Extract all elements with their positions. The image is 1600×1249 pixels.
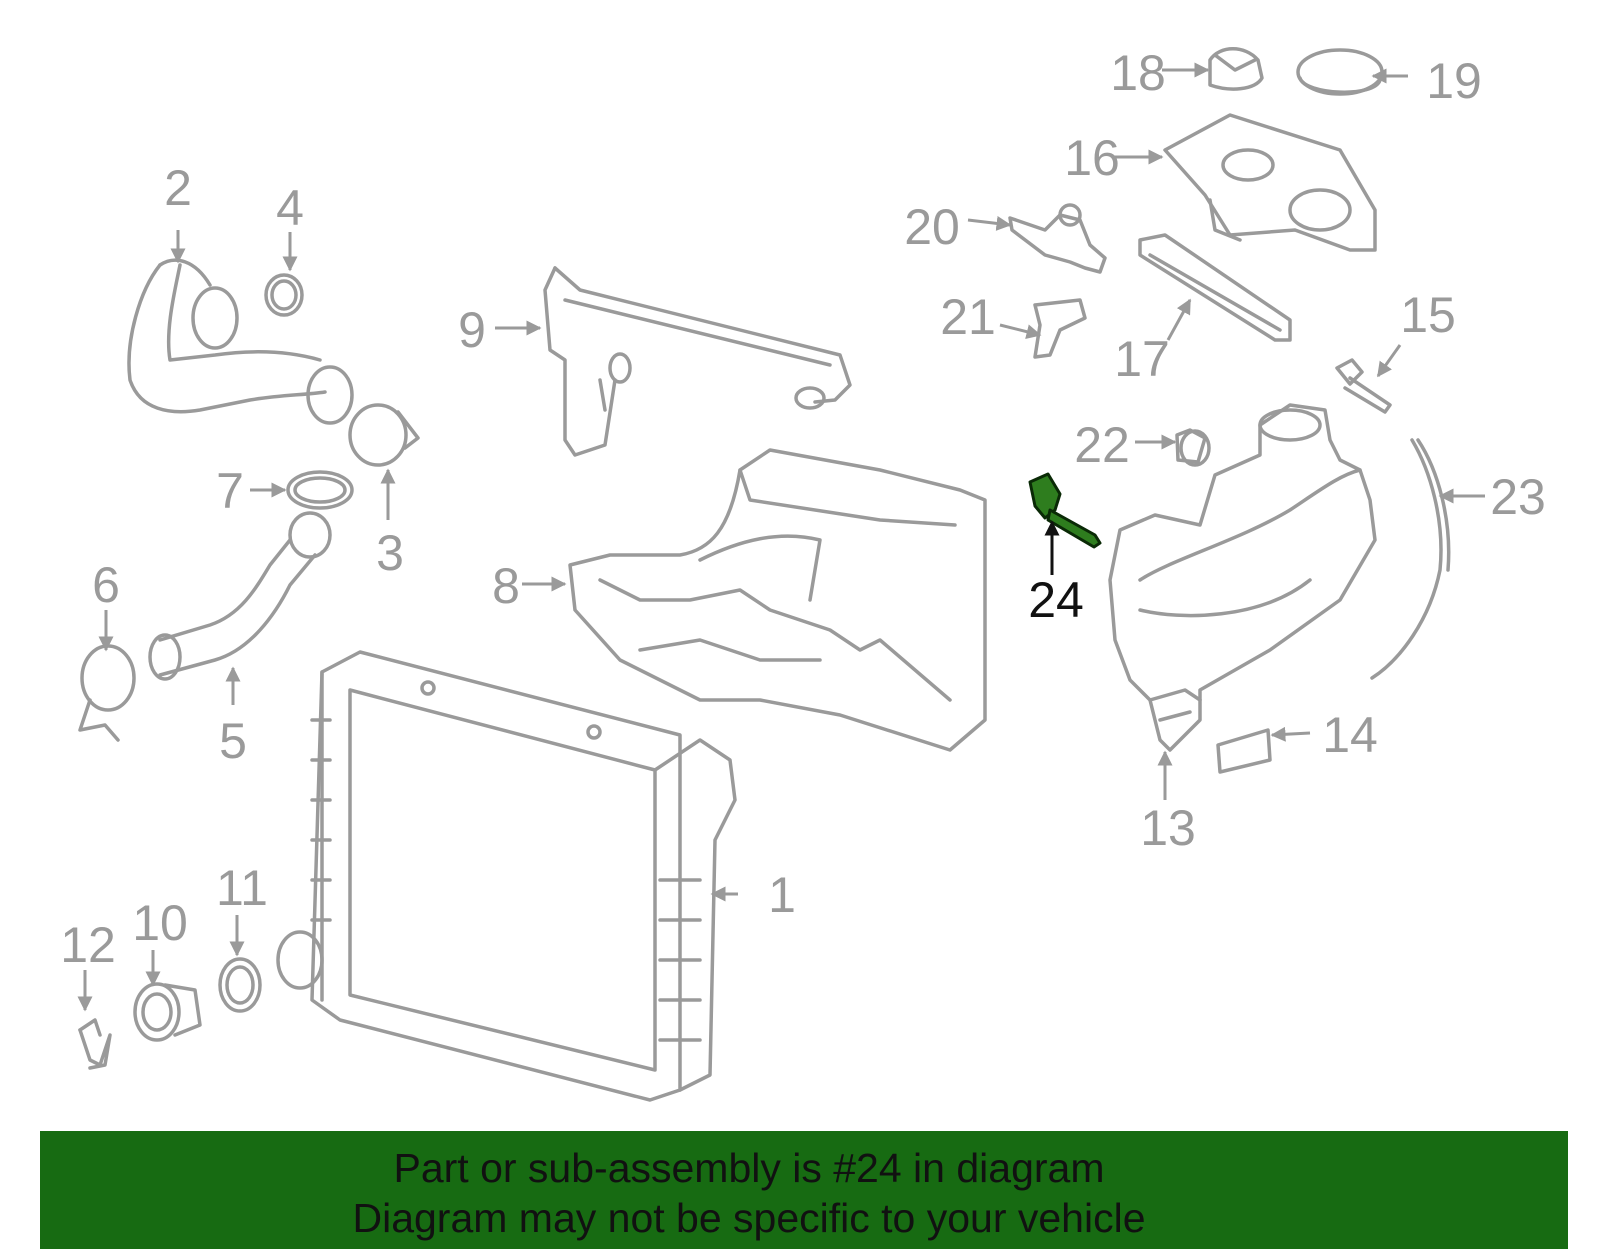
callout-12: 12 (60, 917, 116, 973)
part-24-sensor-highlighted (1028, 472, 1102, 549)
callout-24-highlighted: 24 (1028, 572, 1084, 628)
part-5-lower-hose (148, 511, 332, 681)
part-15-bolt (1335, 358, 1392, 414)
part-16-cover (1163, 113, 1377, 252)
callout-8: 8 (492, 558, 520, 614)
callout-11: 11 (216, 860, 268, 916)
callout-6: 6 (92, 557, 120, 613)
part-19-cap (1296, 48, 1384, 96)
part-4-o-ring (264, 273, 304, 317)
callout-10: 10 (132, 895, 188, 951)
callout-5: 5 (219, 713, 247, 769)
part-6-clamp (78, 644, 136, 742)
banner-line-1: Part or sub-assembly is #24 in diagram (393, 1145, 1105, 1191)
part-11-o-ring (218, 957, 262, 1013)
part-23-tube (1370, 438, 1451, 680)
part-9-sensor-harness (543, 266, 852, 457)
callout-17: 17 (1114, 331, 1170, 387)
callout-2: 2 (164, 160, 192, 216)
callout-19: 19 (1426, 53, 1482, 109)
notice-banner: Part or sub-assembly is #24 in diagram D… (40, 1131, 1568, 1249)
callout-4: 4 (276, 180, 304, 236)
part-1-radiator (276, 650, 737, 1102)
callout-14: 14 (1322, 707, 1378, 763)
part-18-cap (1208, 47, 1264, 91)
callout-18: 18 (1110, 45, 1166, 101)
callout-15: 15 (1400, 287, 1456, 343)
callout-21: 21 (940, 289, 996, 345)
banner-line-2: Diagram may not be specific to your vehi… (352, 1195, 1146, 1241)
callout-13: 13 (1140, 800, 1196, 856)
part-2-upper-hose (127, 258, 354, 425)
callout-7: 7 (216, 463, 244, 519)
part-20-valve (1008, 203, 1107, 274)
callout-20: 20 (904, 199, 960, 255)
part-10-connector (133, 982, 202, 1042)
callout-9: 9 (458, 302, 486, 358)
callout-3: 3 (376, 525, 404, 581)
callout-22: 22 (1074, 417, 1130, 473)
part-7-gasket (286, 470, 354, 510)
part-21-bracket (1033, 298, 1087, 359)
part-22-fitting (1175, 428, 1211, 467)
callout-23: 23 (1490, 469, 1546, 525)
part-13-reservoir (1108, 403, 1377, 752)
part-14-pad (1216, 728, 1272, 774)
leader-lines (77, 62, 1485, 1012)
callout-1: 1 (768, 867, 796, 923)
part-3-clamp (348, 403, 420, 467)
callout-16: 16 (1064, 130, 1120, 186)
part-12-clip (78, 1018, 112, 1070)
part-17-strip (1138, 233, 1292, 342)
part-8-shroud (568, 448, 987, 752)
